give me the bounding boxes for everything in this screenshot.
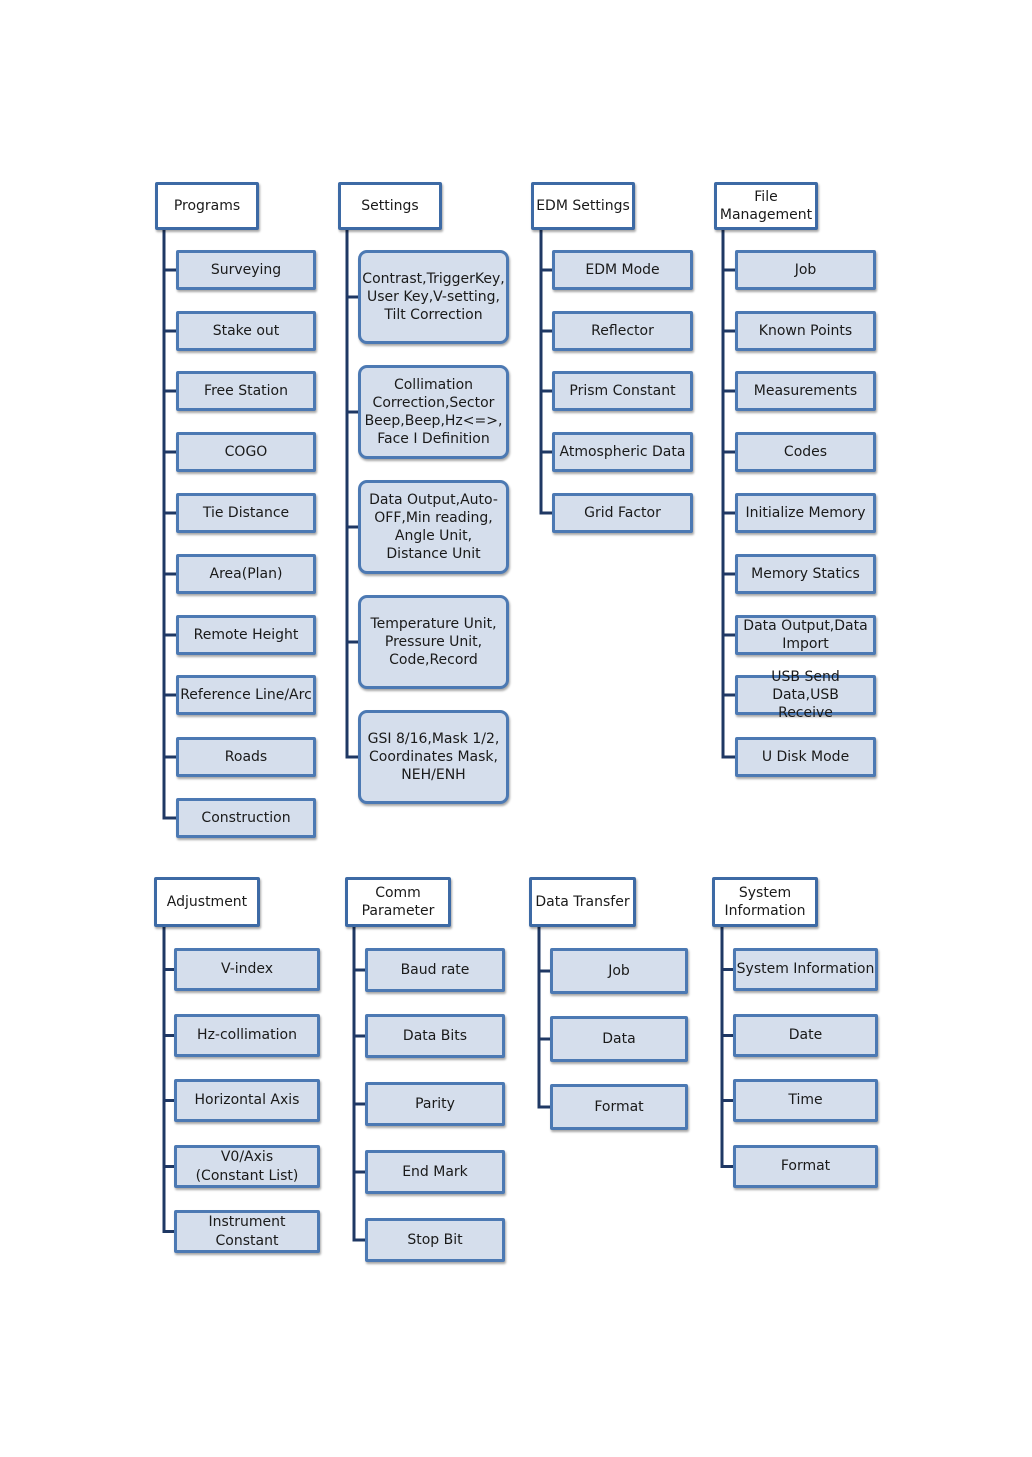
programs-item: Roads	[176, 737, 316, 777]
settings-item: Temperature Unit, Pressure Unit, Code,Re…	[358, 595, 509, 689]
comm-parameter-item: Baud rate	[365, 948, 505, 992]
edm-settings-header: EDM Settings	[531, 182, 635, 230]
settings-header: Settings	[338, 182, 442, 230]
adjustment-item: Instrument Constant	[174, 1210, 320, 1253]
settings-item: Contrast,TriggerKey, User Key,V-setting,…	[358, 250, 509, 344]
system-information-header: System Information	[712, 877, 818, 927]
edm-settings-item: Atmospheric Data	[552, 432, 693, 472]
programs-item: Reference Line/Arc	[176, 675, 316, 715]
comm-parameter-item: Parity	[365, 1082, 505, 1126]
programs-header: Programs	[155, 182, 259, 230]
edm-settings-item: Reflector	[552, 311, 693, 351]
file-management-item: Memory Statics	[735, 554, 876, 594]
system-information-item: Time	[733, 1079, 878, 1122]
settings-item: Collimation Correction,Sector Beep,Beep,…	[358, 365, 509, 459]
file-management-header: File Management	[714, 182, 818, 230]
system-information-item: Date	[733, 1014, 878, 1057]
file-management-item: Known Points	[735, 311, 876, 351]
file-management-item: USB Send Data,USB Receive	[735, 669, 876, 721]
settings-item: Data Output,Auto- OFF,Min reading, Angle…	[358, 480, 509, 574]
adjustment-item: V0/Axis (Constant List)	[174, 1145, 320, 1188]
file-management-item: Job	[735, 250, 876, 290]
programs-item: Surveying	[176, 250, 316, 290]
adjustment-item: V-index	[174, 948, 320, 991]
adjustment-item: Hz-collimation	[174, 1014, 320, 1057]
comm-parameter-header: Comm Parameter	[345, 877, 451, 927]
settings-item: GSI 8/16,Mask 1/2, Coordinates Mask, NEH…	[358, 710, 509, 804]
file-management-item: Measurements	[735, 371, 876, 411]
data-transfer-item: Job	[550, 948, 688, 994]
edm-settings-item: Grid Factor	[552, 493, 693, 533]
data-transfer-item: Data	[550, 1016, 688, 1062]
comm-parameter-item: End Mark	[365, 1150, 505, 1194]
programs-item: Remote Height	[176, 615, 316, 655]
comm-parameter-item: Stop Bit	[365, 1218, 505, 1262]
edm-settings-item: EDM Mode	[552, 250, 693, 290]
programs-item: Tie Distance	[176, 493, 316, 533]
adjustment-item: Horizontal Axis	[174, 1079, 320, 1122]
programs-item: Construction	[176, 798, 316, 838]
comm-parameter-item: Data Bits	[365, 1014, 505, 1058]
edm-settings-item: Prism Constant	[552, 371, 693, 411]
file-management-item: Codes	[735, 432, 876, 472]
system-information-item: Format	[733, 1145, 878, 1188]
file-management-item: U Disk Mode	[735, 737, 876, 777]
system-information-item: System Information	[733, 948, 878, 991]
programs-item: Area(Plan)	[176, 554, 316, 594]
data-transfer-item: Format	[550, 1084, 688, 1130]
file-management-item: Data Output,Data Import	[735, 615, 876, 655]
data-transfer-header: Data Transfer	[529, 877, 636, 927]
adjustment-header: Adjustment	[154, 877, 260, 927]
programs-item: COGO	[176, 432, 316, 472]
programs-item: Free Station	[176, 371, 316, 411]
file-management-item: Initialize Memory	[735, 493, 876, 533]
programs-item: Stake out	[176, 311, 316, 351]
